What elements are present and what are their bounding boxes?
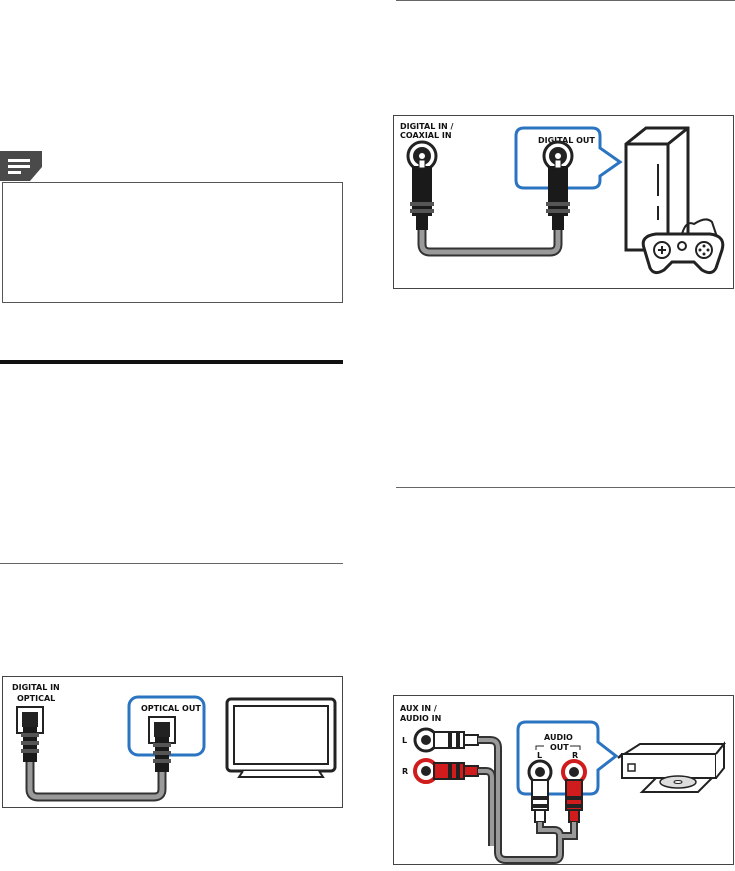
optical-connection-diagram: DIGITAL IN OPTICAL OPTICAL OUT — [2, 676, 343, 808]
subsection-divider — [396, 0, 735, 1]
coaxial-plug-left — [412, 166, 432, 216]
aux-right-label: R — [402, 767, 409, 776]
note-icon — [0, 151, 42, 181]
coaxial-cable — [417, 230, 563, 257]
coaxial-input-label-line1: DIGITAL IN / — [400, 122, 454, 131]
optical-output-label: OPTICAL OUT — [141, 704, 201, 713]
digital-out-highlight — [514, 126, 623, 190]
optical-cable-diagram — [16, 695, 337, 802]
analog-connection-diagram: AUX IN / AUDIO IN L R AUDIO OUT L R — [393, 695, 734, 865]
analog-cable-diagram — [413, 720, 727, 864]
audio-out-label-line1: AUDIO — [544, 733, 573, 742]
subsection-divider — [396, 487, 735, 488]
coaxial-output-label: DIGITAL OUT — [538, 136, 595, 145]
note-box — [2, 182, 343, 303]
coaxial-connection-diagram: DIGITAL IN / COAXIAL IN DIGITAL OUT — [393, 115, 734, 289]
game-console-icon — [624, 126, 690, 252]
audio-out-label-line2: OUT — [550, 743, 569, 752]
optical-input-label-line2: OPTICAL — [17, 694, 56, 703]
tv-icon — [225, 697, 337, 778]
coaxial-input-label-line2: COAXIAL IN — [400, 131, 452, 140]
optical-cable — [25, 762, 167, 802]
gamepad-icon — [641, 218, 725, 275]
section-divider — [0, 360, 343, 364]
audio-out-right-label: R — [572, 751, 579, 760]
coaxial-cable-diagram — [406, 126, 725, 275]
optical-input-label-line1: DIGITAL IN — [12, 683, 60, 692]
audio-out-highlight — [516, 720, 619, 796]
aux-input-label-line1: AUX IN / — [400, 704, 437, 713]
audio-out-left-label: L — [537, 751, 543, 760]
coaxial-plug-right — [548, 166, 568, 216]
subsection-divider — [0, 563, 343, 564]
dvd-player-icon — [617, 741, 727, 793]
aux-left-label: L — [402, 736, 408, 745]
aux-input-label-line2: AUDIO IN — [400, 714, 442, 723]
